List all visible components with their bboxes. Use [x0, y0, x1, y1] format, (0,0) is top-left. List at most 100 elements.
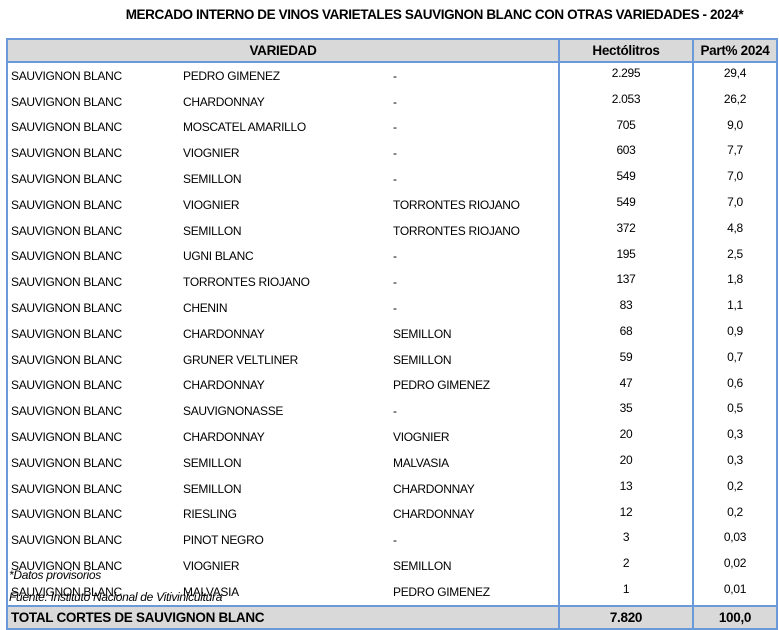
hectolitros: 2.053 [558, 88, 694, 115]
hectolitros: 12 [558, 501, 694, 528]
part: 29,4 [692, 62, 778, 89]
variety-2: MOSCATEL AMARILLO [183, 120, 306, 135]
hectolitros: 47 [558, 372, 694, 399]
total-hectolitros: 7.820 [558, 604, 694, 630]
variety-2: CHARDONNAY [183, 378, 265, 393]
variety-3: TORRONTES RIOJANO [393, 197, 520, 212]
hectolitros: 549 [558, 166, 694, 192]
hectolitros: 35 [558, 398, 694, 425]
hectolitros: 59 [558, 346, 694, 373]
variety-3: PEDRO GIMENEZ [393, 378, 490, 393]
variety-1: SAUVIGNON BLANC [6, 553, 180, 579]
variety-3: - [393, 68, 397, 83]
header-hectolitros: Hectólitros [558, 38, 694, 63]
variety-1: SAUVIGNON BLANC [6, 424, 180, 450]
hectolitros: 603 [558, 140, 694, 167]
variety-1: SAUVIGNON BLANC [6, 217, 180, 244]
variety-2: PEDRO GIMENEZ [183, 68, 280, 83]
table-header: VARIEDAD Hectólitros Part% 2024 [6, 38, 778, 63]
hectolitros: 2 [558, 553, 694, 579]
variety-2: MALVASIA [183, 584, 239, 599]
variety-3: - [393, 275, 397, 290]
hectolitros: 68 [558, 320, 694, 347]
variety-2: TORRONTES RIOJANO [183, 275, 310, 290]
variety-2: CHARDONNAY [183, 326, 265, 341]
part: 0,5 [692, 398, 778, 425]
total-row: TOTAL CORTES DE SAUVIGNON BLANC 7.820 10… [6, 604, 778, 630]
variety-3: - [393, 94, 397, 109]
variety-3: VIOGNIER [393, 430, 450, 445]
variety-1: SAUVIGNON BLANC [6, 527, 180, 554]
hectolitros: 2.295 [558, 62, 694, 89]
variety-3: - [393, 120, 397, 135]
part: 0,9 [692, 320, 778, 347]
part: 0,6 [692, 372, 778, 399]
variety-1: SAUVIGNON BLANC [6, 243, 180, 270]
hectolitros: 20 [558, 449, 694, 476]
header-variedad: VARIEDAD [6, 38, 560, 63]
variety-1: SAUVIGNON BLANC [6, 166, 180, 192]
variety-2: VIOGNIER [183, 146, 240, 161]
part: 9,0 [692, 114, 778, 141]
variety-1: SAUVIGNON BLANC [6, 320, 180, 347]
variety-2: SEMILLON [183, 455, 242, 470]
part: 0,3 [692, 424, 778, 450]
hectolitros: 20 [558, 424, 694, 450]
provisional-note: *Datos provisorios [9, 568, 101, 582]
variety-2: SEMILLON [183, 481, 242, 496]
variety-2: PINOT NEGRO [183, 533, 264, 548]
part: 7,0 [692, 166, 778, 192]
page-title: MERCADO INTERNO DE VINOS VARIETALES SAUV… [125, 7, 744, 22]
hectolitros: 137 [558, 269, 694, 296]
variety-2: SEMILLON [183, 223, 242, 238]
hectolitros: 549 [558, 191, 694, 218]
variety-3: CHARDONNAY [393, 481, 475, 496]
part: 0,03 [692, 527, 778, 554]
variety-1: SAUVIGNON BLANC [6, 295, 180, 321]
variety-3: - [393, 146, 397, 161]
variety-2: VIOGNIER [183, 559, 240, 574]
part: 0,7 [692, 346, 778, 373]
variety-2: CHENIN [183, 301, 228, 316]
variety-3: SEMILLON [393, 326, 452, 341]
total-part: 100,0 [692, 604, 778, 630]
variety-1: SAUVIGNON BLANC [6, 191, 180, 218]
variety-1: SAUVIGNON BLANC [6, 475, 180, 502]
variety-1: SAUVIGNON BLANC [6, 449, 180, 476]
part: 7,0 [692, 191, 778, 218]
variety-2: GRUNER VELTLINER [183, 352, 299, 367]
variety-3: - [393, 249, 397, 264]
variety-2: VIOGNIER [183, 197, 240, 212]
total-label: TOTAL CORTES DE SAUVIGNON BLANC [6, 604, 560, 630]
variety-3: SEMILLON [393, 559, 452, 574]
part: 4,8 [692, 217, 778, 244]
part: 0,01 [692, 578, 778, 606]
header-part: Part% 2024 [692, 38, 778, 63]
variety-1: SAUVIGNON BLANC [6, 88, 180, 115]
hectolitros: 195 [558, 243, 694, 270]
variety-3: - [393, 301, 397, 316]
variety-2: RIESLING [183, 507, 237, 522]
hectolitros: 13 [558, 475, 694, 502]
variety-3: - [393, 533, 397, 548]
variety-1: SAUVIGNON BLANC [6, 372, 180, 399]
